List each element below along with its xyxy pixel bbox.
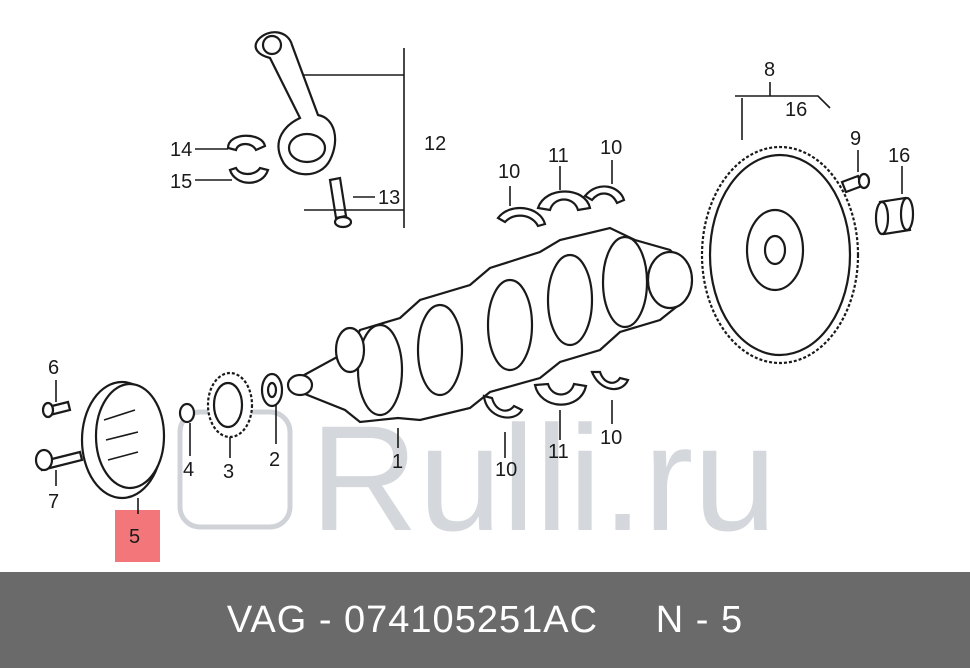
parts-diagram: Rulli.ru <box>34 31 915 562</box>
key-plate-2 <box>260 372 284 408</box>
callout-2: 2 <box>269 449 280 471</box>
callout-7: 7 <box>48 491 59 513</box>
callout-11-bottom: 11 <box>548 441 569 463</box>
flywheel <box>700 145 860 365</box>
sprocket-3 <box>206 371 254 439</box>
callout-9: 9 <box>850 128 861 150</box>
callout-labels: 1 2 3 4 5 6 7 8 9 10 10 10 10 11 11 12 1… <box>48 59 910 548</box>
washer-4 <box>178 402 196 424</box>
bolt-6 <box>41 400 72 419</box>
bearing-shell-11-bottom <box>533 382 588 406</box>
callout-10-bottom-right: 10 <box>600 427 622 449</box>
callout-13: 13 <box>378 187 400 209</box>
callout-11-top: 11 <box>548 145 569 167</box>
part-number-text: VAG - 074105251AC N - 5 <box>226 598 744 641</box>
callout-16-bushing: 16 <box>888 145 910 167</box>
callout-10-top-right: 10 <box>600 137 622 159</box>
crankshaft <box>286 226 694 424</box>
watermark: Rulli.ru <box>177 394 777 562</box>
callout-4: 4 <box>183 459 194 481</box>
callout-8: 8 <box>764 59 775 81</box>
connecting-rod <box>254 31 353 229</box>
callout-10-top-left: 10 <box>498 161 520 183</box>
callout-3: 3 <box>223 461 234 483</box>
bolt-9 <box>840 172 871 194</box>
callout-10-bottom-left: 10 <box>495 459 517 481</box>
bearing-shell-14 <box>226 134 267 152</box>
callout-6: 6 <box>48 357 59 379</box>
callout-14: 14 <box>170 139 192 161</box>
thrust-washer-10-top-left <box>496 206 547 228</box>
callout-15: 15 <box>170 171 192 193</box>
thrust-washer-10-bottom-left <box>482 394 524 419</box>
bearing-shell-11-top <box>536 190 592 212</box>
thrust-washer-10-top-right <box>583 185 626 205</box>
highlight-box <box>115 510 160 562</box>
callout-5: 5 <box>129 526 140 548</box>
vibration-damper-5 <box>80 380 166 500</box>
watermark-text: Rulli.ru <box>310 394 777 562</box>
bushing-16 <box>874 196 915 236</box>
callout-12: 12 <box>424 133 446 155</box>
callout-1: 1 <box>392 451 403 473</box>
bearing-shell-15 <box>228 166 270 184</box>
bolt-7 <box>34 448 84 472</box>
leader-lines <box>55 48 903 514</box>
callout-16-flywheel: 16 <box>785 99 807 121</box>
thrust-washer-10-bottom-right <box>590 370 630 390</box>
part-number-footer: VAG - 074105251AC N - 5 <box>0 572 970 668</box>
